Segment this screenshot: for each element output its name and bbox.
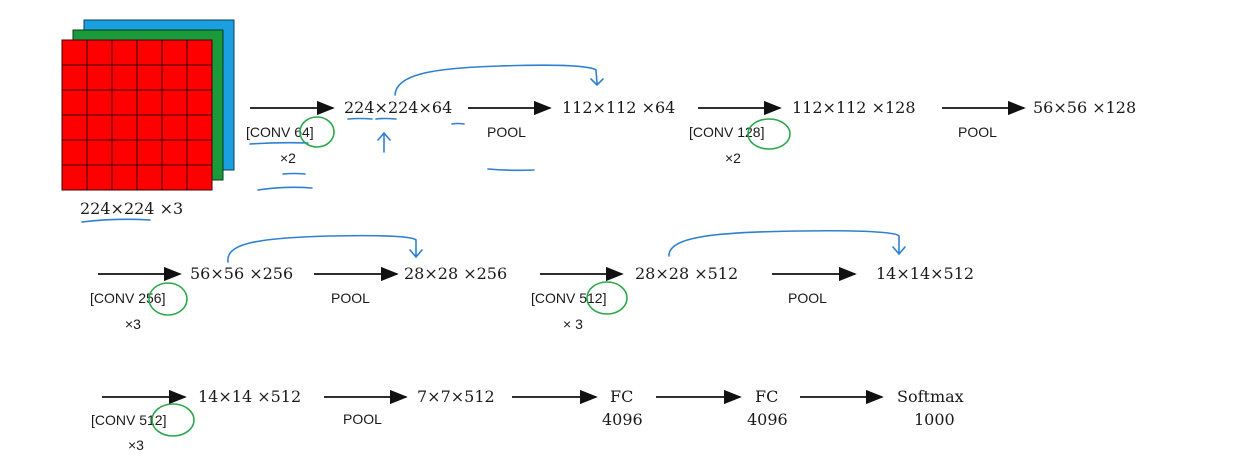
skip-curve-row2-b (668, 229, 906, 257)
shape-7x7x512: 7×7×512 (417, 387, 495, 406)
up-arrow-mark (377, 131, 391, 153)
input-volume (61, 19, 235, 191)
circle-512-b (151, 403, 195, 437)
input-grid (62, 40, 212, 190)
pool5-label: POOL (343, 411, 382, 427)
fc1-size: 4096 (602, 410, 643, 429)
shape-14x14x512: 14×14×512 (876, 264, 974, 283)
skip-curve-row1 (394, 64, 604, 96)
pool4-label: POOL (788, 290, 827, 306)
underline-shape1-b (375, 117, 397, 120)
circle-512-a (586, 281, 628, 315)
conv1-repeat: ×2 (280, 150, 296, 166)
conv4-repeat: × 3 (563, 316, 583, 332)
shape-28x28x512: 28×28 ×512 (635, 264, 738, 283)
mark-below-pool1 (487, 168, 535, 172)
underline-conv1 (249, 141, 309, 145)
pool3-label: POOL (331, 290, 370, 306)
underline-shape1-c (451, 122, 465, 125)
blue-ink-annotations (81, 64, 906, 263)
shape-56x56x128: 56×56 ×128 (1033, 98, 1136, 117)
conv4-label: [CONV 512] (531, 290, 606, 306)
shape-224x224x64: 224×224×64 (344, 98, 452, 117)
conv2-label: [CONV 128] (689, 124, 764, 140)
circle-64 (299, 116, 335, 148)
fc2-size: 4096 (747, 410, 788, 429)
pool2-label: POOL (958, 124, 997, 140)
shape-56x56x256: 56×56 ×256 (190, 264, 293, 283)
fc1-label: FC (610, 387, 633, 406)
softmax-label: Softmax (897, 387, 964, 406)
conv5-label: [CONV 512] (91, 412, 166, 428)
conv3-label: [CONV 256] (90, 290, 165, 306)
shape-14x14x512-b: 14×14 ×512 (198, 387, 301, 406)
softmax-size: 1000 (914, 410, 955, 429)
underline-conv1-repeat (282, 172, 306, 175)
skip-curve-row2-a (227, 234, 423, 263)
pool1-label: POOL (487, 124, 526, 140)
fc2-label: FC (755, 387, 778, 406)
underline-input-shape (81, 218, 151, 223)
input-shape-label: 224×224 ×3 (80, 199, 183, 218)
shape-112x112x128: 112×112 ×128 (792, 98, 916, 117)
green-ink-circles (148, 116, 791, 437)
shape-28x28x256: 28×28 ×256 (404, 264, 507, 283)
mark-below-conv1 (257, 186, 313, 191)
circle-128 (747, 118, 791, 150)
conv1-label: [CONV 64] (246, 124, 314, 140)
underline-shape1-a (347, 117, 373, 120)
conv5-repeat: ×3 (128, 437, 144, 453)
circle-256 (148, 282, 188, 316)
conv2-repeat: ×2 (725, 150, 741, 166)
shape-112x112x64: 112×112 ×64 (562, 98, 675, 117)
conv3-repeat: ×3 (125, 316, 141, 332)
